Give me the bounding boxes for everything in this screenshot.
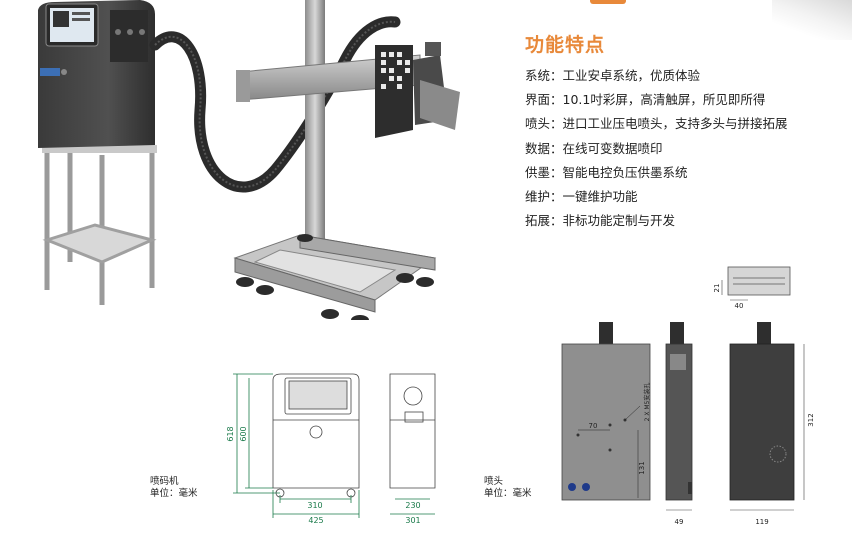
feature-value: 智能电控负压供墨系统 xyxy=(562,164,688,180)
printer-caption: 喷码机 单位：毫米 xyxy=(150,476,198,500)
printer-dimension-drawing: 618 600 310 425 230 301 xyxy=(226,373,436,525)
printer-side-outline xyxy=(389,373,436,489)
feature-item: 喷头：进口工业压电喷头，支持多头与拼接拓展 xyxy=(525,116,788,132)
head-name: 喷头 xyxy=(484,476,504,487)
dim-230: 230 xyxy=(405,501,420,510)
feature-key: 维护 xyxy=(525,188,551,204)
stand-base xyxy=(233,234,437,320)
feature-item: 界面：10.1吋彩屏，高清触屏，所见即所得 xyxy=(525,92,766,108)
dim-119: 119 xyxy=(755,518,768,526)
ink-hose xyxy=(149,16,401,193)
head-side-view xyxy=(665,322,693,511)
feature-item: 维护：一键维护功能 xyxy=(525,188,638,204)
head-back-view xyxy=(729,322,805,511)
dim-618: 618 xyxy=(226,426,235,441)
dim-310: 310 xyxy=(307,501,322,510)
dim-70: 70 xyxy=(589,422,598,430)
feature-value: 一键维护功能 xyxy=(562,188,638,204)
printer-front-outline xyxy=(272,373,360,489)
feature-value: 进口工业压电喷头，支持多头与拼接拓展 xyxy=(562,116,788,132)
head-unit: 单位：毫米 xyxy=(484,488,532,499)
feature-item: 供墨：智能电控负压供墨系统 xyxy=(525,164,688,180)
feature-key: 界面 xyxy=(525,92,551,108)
feature-value: 非标功能定制与开发 xyxy=(562,213,676,229)
feature-key: 系统 xyxy=(525,68,551,83)
head-front-view xyxy=(561,322,651,501)
feature-item: 数据：在线可变数据喷印 xyxy=(525,140,663,156)
feature-value: 在线可变数据喷印 xyxy=(562,140,663,156)
product-illustration xyxy=(38,0,460,320)
dim-301: 301 xyxy=(405,516,420,525)
feature-key: 供墨 xyxy=(525,164,551,180)
printer-body xyxy=(38,0,155,148)
dim-312: 312 xyxy=(807,413,815,426)
head-caption: 喷头 单位：毫米 xyxy=(484,476,532,500)
dim-131: 131 xyxy=(638,461,646,474)
head-dimension-drawing: 21 40 70 131 2 X M5安装孔 49 119 312 xyxy=(561,266,815,526)
feature-key: 数据 xyxy=(525,140,551,156)
dim-49: 49 xyxy=(675,518,684,526)
print-head-unit xyxy=(375,42,460,138)
printer-stand xyxy=(42,147,157,305)
head-top-view xyxy=(721,266,791,301)
feature-value: 10.1吋彩屏，高清触屏，所见即所得 xyxy=(562,92,766,108)
dim-425: 425 xyxy=(308,516,323,525)
feature-value: 工业安卓系统，优质体验 xyxy=(562,68,701,83)
feature-key: 喷头 xyxy=(525,116,551,132)
vertical-pole xyxy=(305,0,325,250)
top-accent-bar xyxy=(590,0,626,4)
features-list: 系统：工业安卓系统，优质体验 界面：10.1吋彩屏，高清触屏，所见即所得 喷头：… xyxy=(525,68,845,237)
stand-top xyxy=(42,145,157,153)
feature-item: 拓展：非标功能定制与开发 xyxy=(525,213,676,229)
dim-40: 40 xyxy=(735,302,744,310)
features-title: 功能特点 xyxy=(525,34,606,56)
dim-600: 600 xyxy=(239,426,248,441)
printer-unit: 单位：毫米 xyxy=(150,488,198,499)
dim-21: 21 xyxy=(713,284,721,293)
mount-holes-label: 2 X M5安装孔 xyxy=(643,383,651,422)
feature-item: 系统：工业安卓系统，优质体验 xyxy=(525,68,701,83)
corner-decoration xyxy=(772,0,852,40)
feature-key: 拓展 xyxy=(525,213,551,229)
printer-name: 喷码机 xyxy=(150,476,179,487)
